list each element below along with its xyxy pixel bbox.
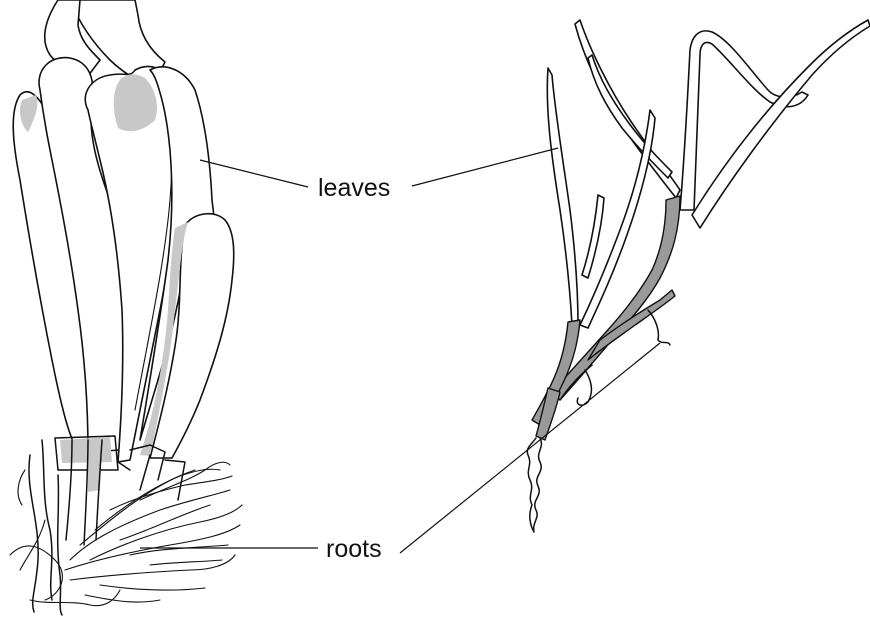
right-plant-leaf-mid-short: [582, 195, 604, 278]
right-plant-branch-tip: [648, 310, 670, 345]
right-plant-spiral-root: [527, 438, 541, 532]
left-plant: [10, 0, 242, 615]
right-plant: [527, 20, 870, 532]
leaves-label: leaves: [318, 174, 390, 202]
left-plant-roots: [10, 440, 242, 615]
left-plant-leaf-base-shade: [60, 437, 112, 463]
right-plant-leaf-curl: [680, 31, 808, 210]
leaves-leader-right: [412, 148, 558, 186]
right-plant-leaf-center: [547, 68, 578, 325]
roots-label: roots: [326, 535, 382, 563]
leaves-leader-left: [200, 160, 308, 187]
